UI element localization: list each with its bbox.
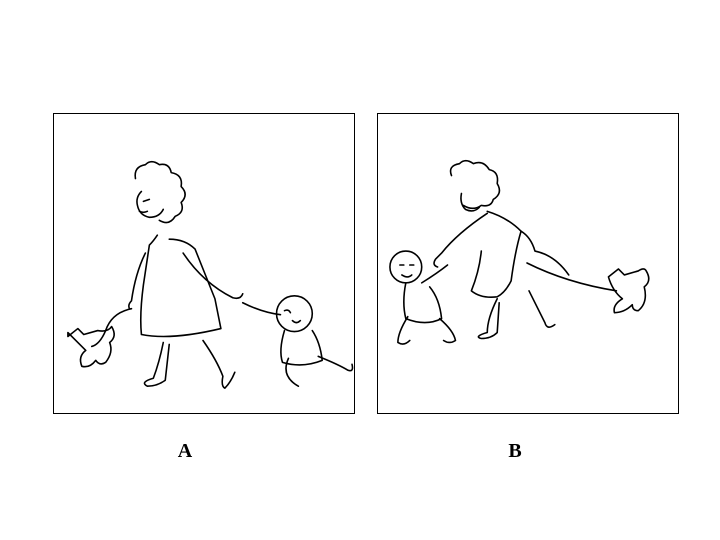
panel-a-label: A: [177, 440, 193, 462]
woman-child-dog-sketch-a: [67, 160, 354, 389]
woman-figure: [433, 159, 618, 340]
panel-a-drawing: [53, 113, 355, 414]
child-figure: [241, 294, 354, 387]
woman-figure: [128, 160, 244, 389]
woman-child-dog-sketch-b: [389, 159, 650, 345]
panel-b-label: B: [508, 440, 522, 462]
panel-b-drawing: [377, 113, 679, 414]
dog-figure: [67, 307, 133, 368]
dog-figure: [607, 268, 650, 314]
child-figure: [389, 250, 457, 345]
